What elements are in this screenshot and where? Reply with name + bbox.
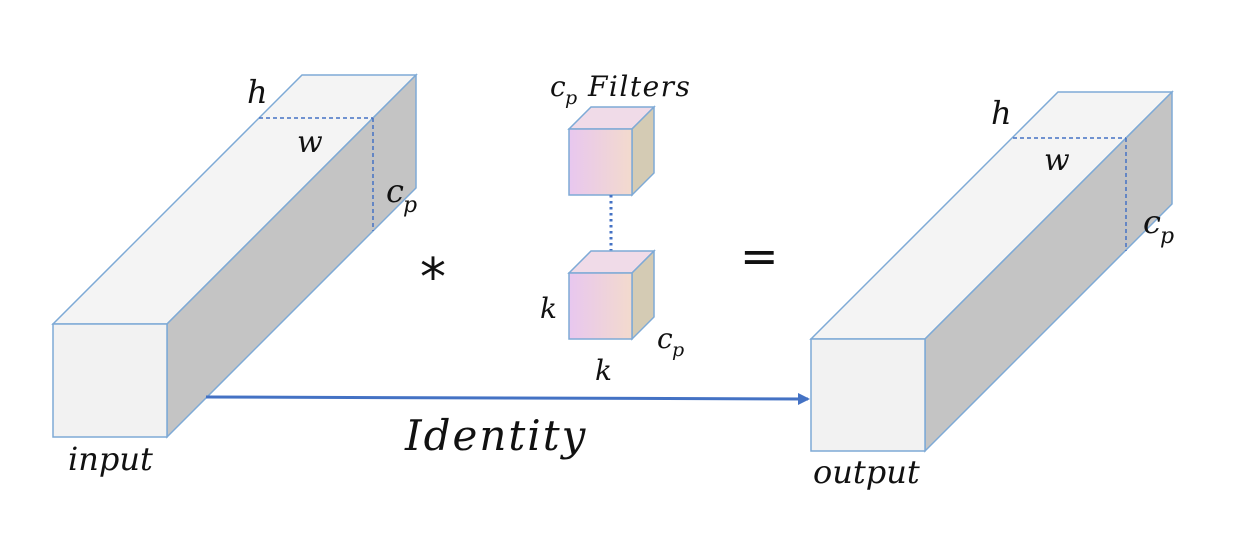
filter-p-depth-subscript: p <box>672 339 684 361</box>
output-tensor-block <box>809 90 1174 453</box>
output-p-subscript: p <box>1160 224 1174 249</box>
identity-label: Identity <box>404 411 587 460</box>
filter-cube-top <box>567 105 656 197</box>
equals-operator: = <box>740 229 779 283</box>
input-h-label: h <box>247 73 268 111</box>
filters-p-subscript: p <box>565 87 577 109</box>
input-p-subscript: p <box>403 193 417 218</box>
output-h-label: h <box>991 94 1012 132</box>
input-block-front-face <box>52 323 168 438</box>
output-label: output <box>813 453 920 491</box>
filter-c-depth-label: c <box>657 322 673 355</box>
identity-arrow <box>205 392 810 405</box>
filters-title: Filters <box>587 70 691 103</box>
input-c-label: c <box>386 172 404 210</box>
output-c-label: c <box>1143 203 1161 241</box>
output-w-label: w <box>1044 143 1070 178</box>
filter-k-height-label: k <box>540 292 557 325</box>
convolution-operator: * <box>420 248 446 308</box>
input-w-label: w <box>297 125 323 160</box>
filter-cube-bottom <box>567 249 656 341</box>
input-label: input <box>68 440 153 478</box>
filters-c-label: c <box>550 70 566 103</box>
input-tensor-block <box>51 73 418 439</box>
filter-k-width-label: k <box>595 354 612 387</box>
filter-cube-bottom-front-face <box>568 272 633 340</box>
output-block-front-face <box>810 338 926 452</box>
filter-cube-top-front-face <box>568 128 633 196</box>
